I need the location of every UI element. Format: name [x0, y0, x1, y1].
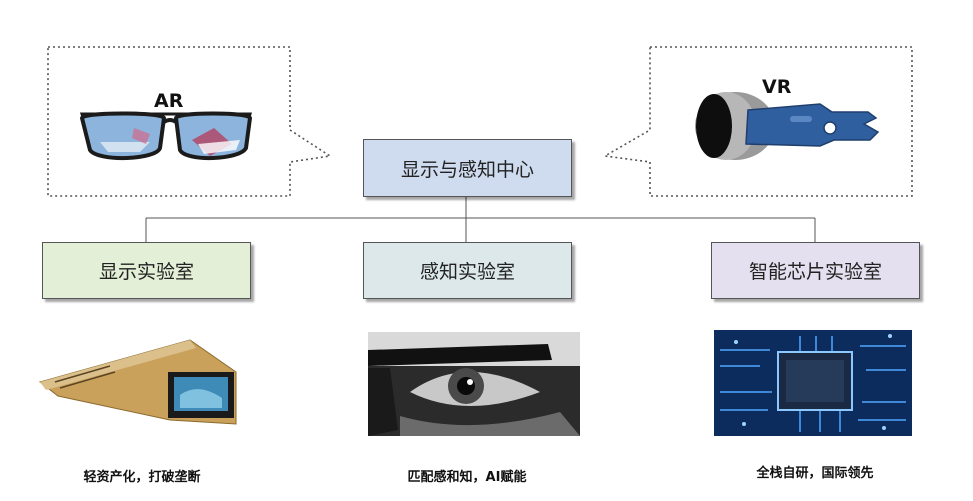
caption-chip: 全栈自研，国际领先	[756, 466, 874, 481]
microdisplay-image	[38, 339, 237, 425]
ar-label: AR	[154, 90, 184, 112]
lab-box-display-label: 显示实验室	[98, 261, 194, 283]
lab-box-display: 显示实验室	[42, 242, 251, 299]
eye-tracking-image	[368, 332, 580, 436]
circuit-chip-image	[714, 330, 912, 436]
vr-headset-image	[695, 92, 880, 160]
caption-perception: 匹配感和知，AI赋能	[407, 470, 527, 485]
center-box: 显示与感知中心	[363, 139, 572, 197]
lab-box-chip-label: 智能芯片实验室	[748, 261, 882, 283]
ar-callout-bubble	[47, 46, 333, 197]
center-box-label: 显示与感知中心	[400, 158, 534, 181]
lab-box-chip: 智能芯片实验室	[711, 242, 920, 299]
caption-display: 轻资产化，打破垄断	[83, 470, 201, 485]
vr-label: VR	[762, 76, 792, 98]
ar-glasses-image	[79, 111, 253, 161]
vr-callout-bubble	[602, 46, 913, 197]
lab-box-perception-label: 感知实验室	[419, 261, 515, 283]
lab-box-perception: 感知实验室	[363, 242, 572, 299]
